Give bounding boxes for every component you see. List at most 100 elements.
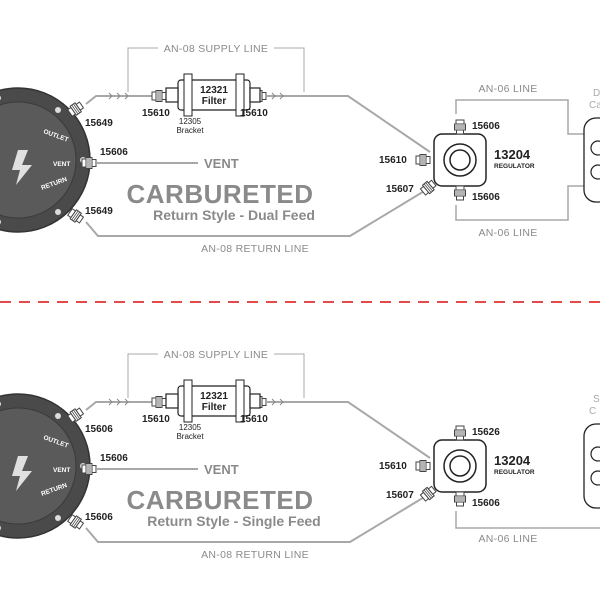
supply-line-pump-to-filter — [85, 95, 156, 105]
filter-cap-left — [165, 87, 179, 103]
filter-word: Filter — [202, 402, 227, 413]
pump-plate — [0, 101, 77, 219]
regulator-cap — [449, 149, 471, 171]
label-regulator-return: 15607 — [386, 184, 414, 195]
label-regulator-return: 15607 — [386, 490, 414, 501]
label-regulator-top: 15606 — [472, 121, 500, 132]
carburetor-body — [583, 117, 600, 203]
fuel-regulator — [433, 133, 487, 187]
pump-vent-label: VENT — [53, 161, 70, 168]
return-line-label: AN-08 RETURN LINE — [201, 549, 309, 561]
filter-word: Filter — [202, 96, 227, 107]
supply-line-filter-to-regulator — [266, 95, 431, 153]
fitting-vent — [81, 157, 97, 169]
fuel-regulator — [433, 439, 487, 493]
supply-line-filter-to-regulator — [266, 401, 431, 459]
side-text-1: S — [593, 394, 600, 405]
supply-line-label: AN-08 SUPPLY LINE — [164, 349, 269, 361]
pump-bolt — [55, 209, 61, 215]
an06-line-bottom — [455, 185, 590, 221]
regulator-word: REGULATOR — [494, 469, 535, 476]
filter-cap-right — [249, 87, 261, 103]
pump-bolt — [55, 107, 61, 113]
carburetor-bore-bottom — [590, 164, 600, 180]
an06-bottom-label: AN-06 LINE — [478, 533, 537, 545]
filter-cap-left — [165, 393, 179, 409]
carburetor-bore-top — [590, 446, 600, 462]
config-subtitle: Return Style - Single Feed — [147, 513, 320, 529]
label-pump-return: 15649 — [85, 206, 113, 217]
panel-single-feed: OUTLETVENTRETURN156061560615606VENTAN-08… — [0, 349, 600, 561]
supply-line-pump-to-filter — [85, 401, 156, 411]
an06-top-label: AN-06 LINE — [478, 83, 537, 95]
pump-bolt — [0, 219, 1, 225]
fitting-regulator-top — [454, 425, 466, 441]
carburetor-bore-bottom — [590, 470, 600, 486]
label-regulator-top: 15626 — [472, 427, 500, 438]
filter-number: 12321 — [200, 391, 228, 402]
fitting-filter-in — [151, 396, 167, 408]
fitting-vent — [81, 463, 97, 475]
aeromotive-logo-icon — [12, 150, 32, 185]
side-text-2: Ca — [589, 100, 600, 111]
bracket-word: Bracket — [176, 126, 204, 135]
config-title: CARBURETED — [127, 179, 314, 209]
fitting-regulator-bottom — [454, 491, 466, 507]
an06-line-bottom — [455, 511, 600, 529]
carburetor — [583, 423, 600, 509]
bracket-number: 12305 — [179, 117, 202, 126]
pump-vent-label: VENT — [53, 467, 70, 474]
fitting-regulator-in — [415, 460, 431, 472]
label-pump-outlet: 15649 — [85, 118, 113, 129]
aeromotive-logo-icon — [12, 456, 32, 491]
pump-bolt — [55, 413, 61, 419]
bracket-number: 12305 — [179, 423, 202, 432]
pump-bolt — [0, 95, 1, 101]
label-filter-in-fitting: 15610 — [142, 414, 170, 425]
vent-label: VENT — [204, 462, 239, 477]
label-regulator-bottom: 15606 — [472, 498, 500, 509]
side-text-2: C — [589, 406, 596, 417]
label-pump-vent: 15606 — [100, 147, 128, 158]
carburetor — [583, 117, 600, 203]
regulator-cap — [449, 455, 471, 477]
carburetor-body — [583, 423, 600, 509]
filter-band-right — [235, 73, 245, 117]
panel-dual-feed: OUTLETVENTRETURN156491560615649VENTAN-08… — [0, 43, 600, 255]
an06-bottom-label: AN-06 LINE — [478, 227, 537, 239]
config-title: CARBURETED — [127, 485, 314, 515]
return-line — [85, 495, 427, 543]
supply-bracket-right — [274, 47, 305, 92]
pump-bolt — [55, 515, 61, 521]
an06-line-top — [455, 99, 590, 135]
supply-bracket-left — [127, 47, 158, 92]
label-filter-out-fitting: 15610 — [240, 414, 268, 425]
regulator-number: 13204 — [494, 147, 531, 162]
config-subtitle: Return Style - Dual Feed — [153, 207, 315, 223]
supply-line-label: AN-08 SUPPLY LINE — [164, 43, 269, 55]
filter-number: 12321 — [200, 85, 228, 96]
label-regulator-in: 15610 — [379, 461, 407, 472]
filter-band-right — [235, 379, 245, 423]
label-filter-out-fitting: 15610 — [240, 108, 268, 119]
label-pump-return: 15606 — [85, 512, 113, 523]
side-text-1: D — [593, 88, 600, 99]
fitting-regulator-in — [415, 154, 431, 166]
label-regulator-bottom: 15606 — [472, 192, 500, 203]
bracket-word: Bracket — [176, 432, 204, 441]
regulator-number: 13204 — [494, 453, 531, 468]
pump-bolt — [0, 525, 1, 531]
vent-label: VENT — [204, 156, 239, 171]
return-line — [85, 189, 427, 237]
supply-bracket-right — [274, 353, 305, 398]
fitting-regulator-top — [454, 119, 466, 135]
filter-band-left — [183, 73, 193, 117]
return-line-label: AN-08 RETURN LINE — [201, 243, 309, 255]
pump-bolt — [0, 401, 1, 407]
